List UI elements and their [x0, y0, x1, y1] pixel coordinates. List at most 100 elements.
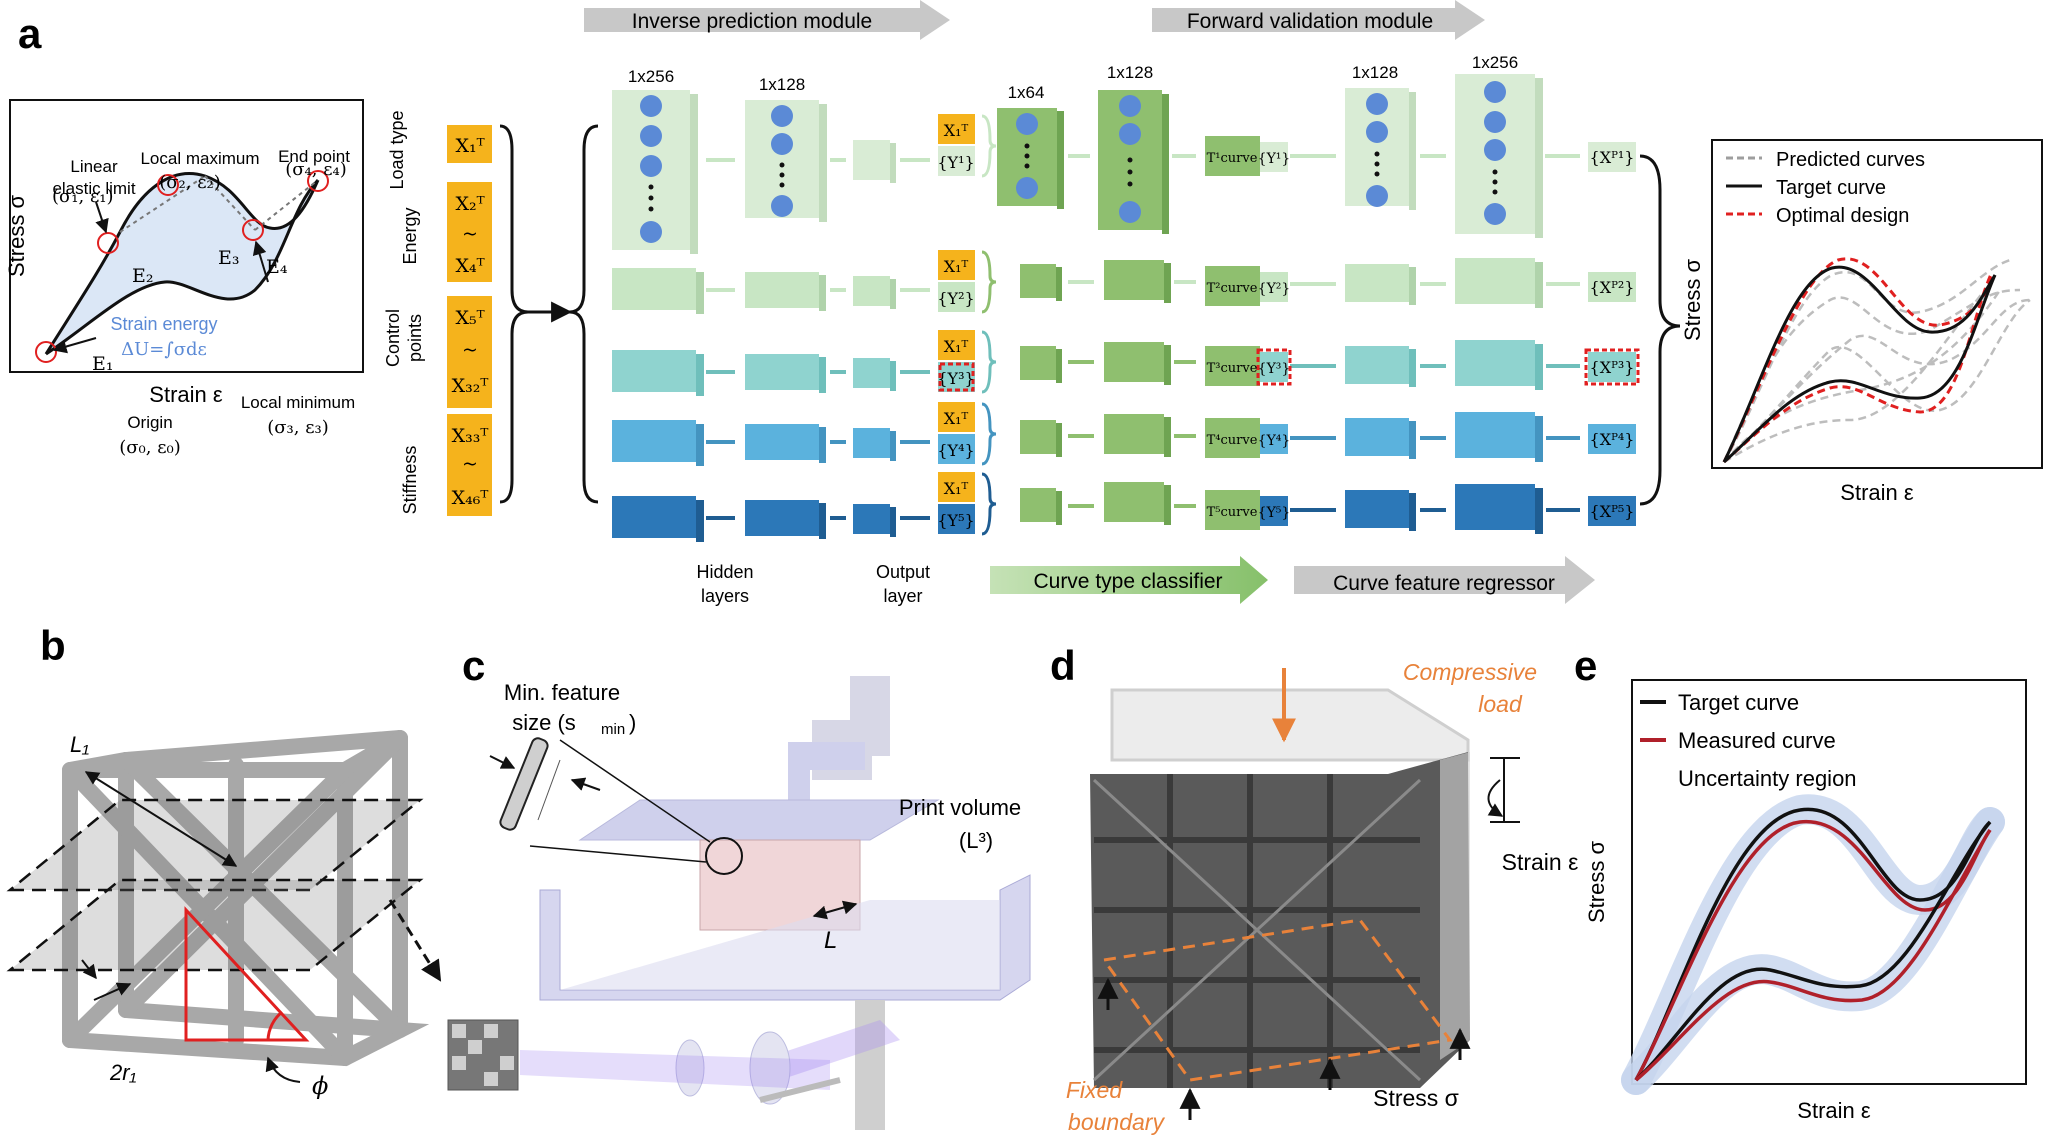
- row-labels: X₁ᵀ{Y¹} T¹curve{Y¹} {Xᴾ¹} X₁ᵀ{Y²} T²curv…: [937, 114, 1640, 536]
- svg-text:X₄ᵀ: X₄ᵀ: [455, 255, 484, 277]
- svg-text:X₄₆ᵀ: X₄₆ᵀ: [452, 487, 489, 509]
- svg-text:2r₁: 2r₁: [109, 1060, 137, 1085]
- svg-text:layer: layer: [883, 586, 922, 606]
- svg-text:{Y⁴}: {Y⁴}: [1258, 433, 1291, 449]
- svg-text:(σ₁, ε₁): (σ₁, ε₁): [52, 186, 114, 207]
- svg-text:{Xᴾ³}: {Xᴾ³}: [1590, 358, 1635, 377]
- svg-text:ϕ: ϕ: [312, 1072, 328, 1100]
- result-brace: [1639, 154, 1681, 506]
- svg-text:ΔU=∫σdε: ΔU=∫σdε: [121, 339, 207, 360]
- svg-text:load: load: [1478, 691, 1523, 717]
- svg-text:size (s: size (s: [512, 710, 576, 735]
- svg-text:X₁ᵀ: X₁ᵀ: [944, 257, 969, 276]
- svg-text:1x256: 1x256: [1472, 53, 1518, 72]
- svg-text:E₁: E₁: [92, 353, 114, 375]
- svg-text:L₁: L₁: [70, 732, 89, 757]
- svg-text:1x64: 1x64: [1008, 83, 1045, 102]
- layer-sizes: 1x256 1x128 1x64 1x128 1x128 1x256: [628, 53, 1518, 102]
- panel-c-printer: Min. feature size (s min ) Print volume …: [447, 676, 1031, 1130]
- svg-text:~: ~: [462, 339, 478, 361]
- svg-text:{Xᴾ⁵}: {Xᴾ⁵}: [1590, 502, 1635, 521]
- svg-text:L: L: [824, 927, 837, 954]
- svg-text:X₁ᵀ: X₁ᵀ: [944, 409, 969, 428]
- svg-text:): ): [629, 710, 636, 735]
- svg-text:Fixed: Fixed: [1066, 1077, 1123, 1103]
- svg-text:{Y¹}: {Y¹}: [1258, 151, 1291, 167]
- svg-text:Curve feature regressor: Curve feature regressor: [1333, 572, 1555, 595]
- hidden-layers-label: Hidden: [696, 562, 753, 582]
- svg-text:T⁵curve: T⁵curve: [1207, 505, 1258, 520]
- curve-ylabel: Stress σ: [4, 195, 29, 277]
- module-arrows: Inverse prediction module Forward valida…: [584, 0, 1595, 604]
- svg-text:Energy: Energy: [400, 207, 420, 264]
- svg-text:1x128: 1x128: [1107, 63, 1153, 82]
- svg-text:Strain ε: Strain ε: [1502, 849, 1579, 875]
- svg-text:Optimal design: Optimal design: [1776, 205, 1909, 227]
- panel-e-plot: Target curve Measured curve Uncertainty …: [1584, 679, 2027, 1123]
- svg-text:Stress σ: Stress σ: [1680, 259, 1705, 341]
- panel-d-lattice: Compressive load Strain ε Stress σ Fixed…: [1066, 659, 1578, 1135]
- svg-text:{Y⁵}: {Y⁵}: [1258, 505, 1291, 521]
- flow-arrows: [706, 154, 1580, 520]
- svg-text:X₂ᵀ: X₂ᵀ: [455, 193, 484, 215]
- end-point-marker: [307, 170, 329, 192]
- svg-text:X₁ᵀ: X₁ᵀ: [944, 121, 969, 140]
- panel-c-letter: c: [462, 642, 485, 689]
- output-layer-label: Output: [876, 562, 930, 582]
- svg-text:layers: layers: [701, 586, 749, 606]
- svg-text:(L³): (L³): [959, 828, 993, 853]
- result-plot: Predicted curves Target curve Optimal de…: [1680, 139, 2043, 505]
- svg-text:boundary: boundary: [1068, 1109, 1165, 1135]
- svg-text:1x256: 1x256: [628, 67, 674, 86]
- svg-text:T²curve: T²curve: [1207, 281, 1258, 296]
- svg-text:(σ₄, ε₄): (σ₄, ε₄): [285, 159, 347, 180]
- svg-text:X₁ᵀ: X₁ᵀ: [944, 337, 969, 356]
- svg-text:Stress σ: Stress σ: [1584, 841, 1609, 923]
- svg-text:E₃: E₃: [218, 247, 240, 269]
- svg-text:T¹curve: T¹curve: [1207, 151, 1258, 166]
- svg-text:{Xᴾ²}: {Xᴾ²}: [1590, 278, 1635, 297]
- svg-text:{Y³}: {Y³}: [1258, 361, 1291, 377]
- panel-b-letter: b: [40, 622, 66, 669]
- svg-text:(σ₀, ε₀): (σ₀, ε₀): [119, 437, 181, 458]
- svg-text:Min. feature: Min. feature: [504, 680, 620, 705]
- svg-text:Measured curve: Measured curve: [1678, 728, 1836, 753]
- local-min-marker: [242, 219, 264, 241]
- svg-text:X₅ᵀ: X₅ᵀ: [455, 307, 484, 329]
- svg-text:E₂: E₂: [132, 265, 154, 287]
- panel-a-curve: Stress σ Strain ε Linear elastic limit (…: [4, 99, 364, 458]
- svg-text:(σ₂, ε₂): (σ₂, ε₂): [159, 172, 221, 193]
- svg-text:{Y⁵}: {Y⁵}: [937, 511, 974, 530]
- svg-text:End point: End point: [278, 147, 350, 166]
- svg-text:1x128: 1x128: [1352, 63, 1398, 82]
- svg-text:Local maximum: Local maximum: [140, 149, 259, 168]
- svg-text:min: min: [601, 721, 625, 738]
- svg-text:Strain ε: Strain ε: [1797, 1098, 1871, 1123]
- loading-curve: [44, 172, 320, 355]
- svg-text:Origin: Origin: [127, 413, 172, 432]
- svg-text:Stress σ: Stress σ: [1373, 1085, 1459, 1111]
- svg-text:Inverse prediction module: Inverse prediction module: [632, 10, 872, 33]
- svg-text:Curve type classifier: Curve type classifier: [1033, 570, 1222, 593]
- svg-text:{Xᴾ¹}: {Xᴾ¹}: [1590, 148, 1635, 167]
- svg-text:elastic limit: elastic limit: [52, 179, 135, 198]
- svg-text:X₁ᵀ: X₁ᵀ: [455, 135, 484, 157]
- svg-text:Target curve: Target curve: [1678, 690, 1799, 715]
- panel-b-unit-cell: L₁ 2r₁ ϕ: [6, 730, 442, 1100]
- svg-text:T³curve: T³curve: [1207, 361, 1258, 376]
- svg-text:Load type: Load type: [387, 110, 407, 189]
- svg-text:Linear: Linear: [70, 157, 118, 176]
- svg-text:Strain energy: Strain energy: [110, 314, 217, 334]
- network-row-1: [612, 74, 1543, 254]
- unloading-curve: [45, 178, 320, 356]
- svg-text:1x128: 1x128: [759, 75, 805, 94]
- input-groups: Load type Energy Control points Stiffnes…: [383, 110, 599, 516]
- svg-text:{Xᴾ⁴}: {Xᴾ⁴}: [1590, 430, 1635, 449]
- panel-d-letter: d: [1050, 642, 1076, 689]
- svg-text:~: ~: [462, 453, 478, 475]
- panel-a-letter: a: [18, 10, 42, 57]
- strain-energy-area: [46, 173, 318, 354]
- panel-e-letter: e: [1574, 642, 1597, 689]
- svg-text:X₃₂ᵀ: X₃₂ᵀ: [452, 375, 489, 397]
